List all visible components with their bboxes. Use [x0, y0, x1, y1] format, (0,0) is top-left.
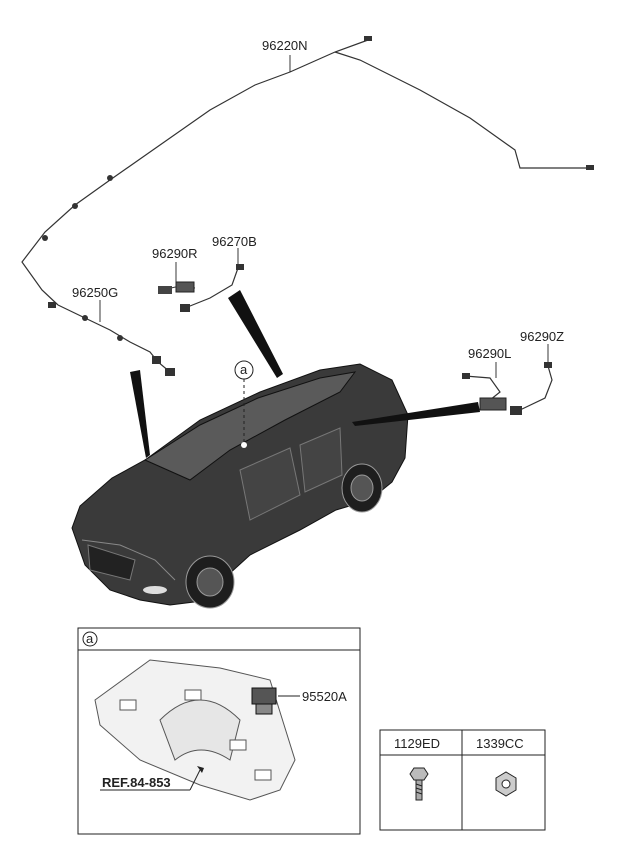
fastener-table: 1129ED 1339CC — [379, 729, 546, 831]
fastener-header-nut: 1339CC — [476, 736, 524, 751]
label-95520A: 95520A — [302, 689, 347, 704]
detail-view-a: a — [77, 627, 361, 835]
rear-sensor-96290Z[interactable] — [510, 362, 553, 415]
front-sensor-96270B[interactable] — [180, 264, 244, 312]
svg-text:REF.84-853: REF.84-853 — [102, 775, 171, 790]
roof-wiring-harness[interactable] — [21, 36, 594, 308]
pointer-wedges — [130, 290, 480, 458]
label-96270B: 96270B — [212, 234, 257, 249]
label-96290L: 96290L — [468, 346, 511, 361]
label-96290Z: 96290Z — [520, 329, 564, 344]
vehicle-illustration — [71, 363, 409, 609]
rear-sensor-96290L[interactable] — [462, 373, 507, 411]
bolt-icon — [409, 767, 429, 801]
nut-icon — [495, 771, 517, 797]
rain-sensor-95520A[interactable] — [251, 687, 277, 715]
fastener-header-bolt: 1129ED — [394, 736, 440, 751]
svg-text:a: a — [240, 362, 248, 377]
callout-marker-a[interactable]: a — [234, 360, 254, 442]
windshield-wiring-harness[interactable] — [57, 304, 175, 376]
label-96290R: 96290R — [152, 246, 198, 261]
label-96220N: 96220N — [262, 38, 308, 53]
label-96250G: 96250G — [72, 285, 118, 300]
detail-marker: a — [86, 631, 94, 646]
reference-label[interactable]: REF.84-853 — [100, 766, 204, 791]
front-sensor-96290R[interactable] — [158, 281, 196, 294]
